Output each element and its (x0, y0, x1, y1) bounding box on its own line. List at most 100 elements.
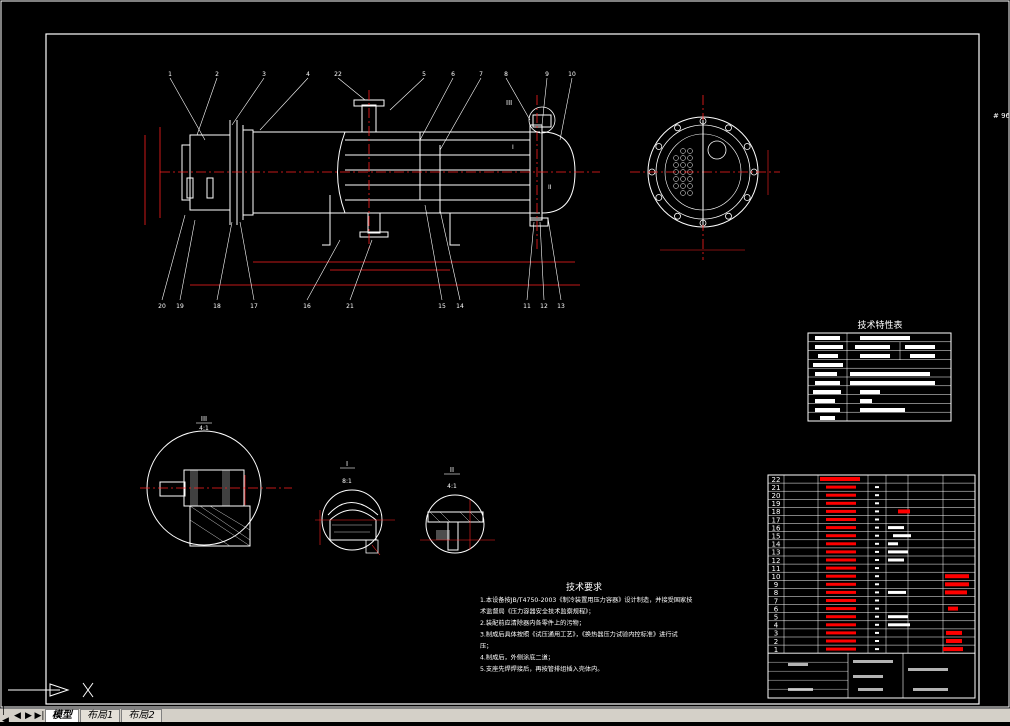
bom-row-number: 21 (772, 484, 781, 492)
part-number-label: 18 (213, 303, 221, 310)
part-number-label: 19 (176, 303, 184, 310)
tube-hole (680, 183, 686, 189)
tube-hole (687, 190, 693, 196)
part-number-label: 3 (262, 71, 266, 78)
detail-view-I: I 8:1 (315, 460, 395, 556)
requirement-line: 术监督局《压力容器安全技术监察规程》； (480, 608, 594, 616)
part-number-label: 12 (540, 303, 548, 310)
detail-view-II: II 4:1 (420, 466, 495, 554)
detail-I-scale: 8:1 (342, 478, 352, 485)
callout-label-I: I (512, 144, 514, 151)
drawing-border (45, 33, 980, 705)
bom-row-number: 19 (772, 500, 781, 508)
bom-row-number: 13 (772, 549, 781, 557)
requirement-line: 2.装配前应清除器内各零件上的污物； (480, 619, 585, 627)
bolt-hole (725, 124, 732, 132)
tube-hole (687, 162, 693, 168)
bom-row-number: 22 (772, 476, 781, 484)
last-tab-icon[interactable]: ▶| (34, 710, 45, 721)
detail-III-scale: 4:1 (199, 425, 209, 432)
part-number-label: 7 (479, 71, 483, 78)
ucs-icon (8, 682, 94, 698)
bom-row-number: 10 (772, 573, 781, 581)
tube-hole (673, 162, 679, 168)
bolt-hole (674, 212, 681, 220)
requirements-text: 1.本设备按JB/T4750-2003《制冷装置用压力容器》设计制造，并接受国家… (480, 596, 692, 673)
requirement-line: 1.本设备按JB/T4750-2003《制冷装置用压力容器》设计制造，并接受国家… (480, 596, 692, 604)
bom-row-number: 15 (772, 533, 781, 541)
part-number-label: 1 (168, 71, 172, 78)
end-view (630, 95, 780, 260)
tab-layout-2[interactable]: 布局2 (121, 709, 162, 722)
tube-hole (680, 190, 686, 196)
callout-circle-III (528, 106, 556, 134)
bom-row-number: 8 (774, 589, 778, 597)
tech-characteristic-table (807, 332, 952, 422)
tube-hole (680, 155, 686, 161)
tube-hole (673, 176, 679, 182)
tube-hole (687, 148, 693, 154)
tab-layout-1[interactable]: 布局1 (80, 709, 121, 722)
part-number-label: 9 (545, 71, 549, 78)
callout-label-II: II (548, 184, 552, 191)
coordinate-readout: # 96 (993, 112, 1010, 120)
next-tab-icon[interactable]: ▶ (25, 710, 32, 721)
requirement-line: 压； (480, 643, 492, 650)
part-number-label: 20 (158, 303, 166, 310)
detail-II-label: II (450, 466, 454, 474)
part-number-label: 15 (438, 303, 446, 310)
bom-row-number: 18 (772, 508, 781, 516)
part-number-label: 4 (306, 71, 310, 78)
bom-row-number: 7 (774, 597, 778, 605)
detail-II-scale: 4:1 (447, 483, 457, 490)
bolt-hole (655, 194, 663, 201)
part-number-label: 17 (250, 303, 258, 310)
bom-row-number: 1 (774, 646, 778, 654)
requirement-line: 5.支座先焊焊接后，再按管排组插入壳体内。 (480, 665, 603, 673)
tab-model[interactable]: 模型 (45, 709, 79, 722)
part-number-label: 11 (523, 303, 531, 310)
bom-row-number: 20 (772, 492, 781, 500)
first-tab-icon[interactable]: |◀ (2, 705, 9, 726)
tube-hole (680, 176, 686, 182)
tube-hole (680, 162, 686, 168)
tube-hole (687, 176, 693, 182)
bom-row-number: 11 (772, 565, 781, 573)
part-number-label: 14 (456, 303, 464, 310)
part-number-label: 6 (451, 71, 455, 78)
bolt-hole (674, 124, 681, 132)
tube-hole (680, 148, 686, 154)
bolt-hole (655, 143, 663, 150)
bom-row-number: 17 (772, 516, 781, 524)
tube-hole (687, 155, 693, 161)
bolt-hole (743, 143, 751, 150)
requirement-line: 3.制成后具体按照《试压通用工艺》，《换热器压力试验内控标准》进行试 (480, 631, 678, 639)
bom-row-number: 3 (774, 630, 778, 638)
part-number-label: 2 (215, 71, 219, 78)
tube-hole (687, 183, 693, 189)
part-number-label: 13 (557, 303, 565, 310)
bom-row-number: 5 (774, 614, 778, 622)
layout-tab-bar: |◀ ◀ ▶ ▶| 模型 布局1 布局2 (0, 705, 1010, 726)
main-elevation-view (181, 99, 576, 246)
prev-tab-icon[interactable]: ◀ (14, 710, 21, 721)
part-number-label: 5 (422, 71, 426, 78)
bolt-hole (743, 194, 751, 201)
tube-hole (673, 183, 679, 189)
requirements-title: 技术要求 (566, 581, 602, 593)
tech-table-title: 技术特性表 (857, 319, 902, 331)
bom-row-number: 2 (774, 638, 778, 646)
part-number-label: 8 (504, 71, 508, 78)
bom-row-number: 16 (772, 524, 781, 532)
callout-label-III: III (506, 99, 512, 107)
bom-row-number: 14 (772, 541, 781, 549)
tube-hole (673, 155, 679, 161)
requirement-line: 4.制成后，外侧涂底二道； (480, 654, 554, 662)
main-view-dimensions (144, 90, 600, 286)
bom-row-number: 4 (774, 622, 779, 630)
bom-row-number: 12 (772, 557, 781, 565)
part-number-label: 10 (568, 71, 576, 78)
